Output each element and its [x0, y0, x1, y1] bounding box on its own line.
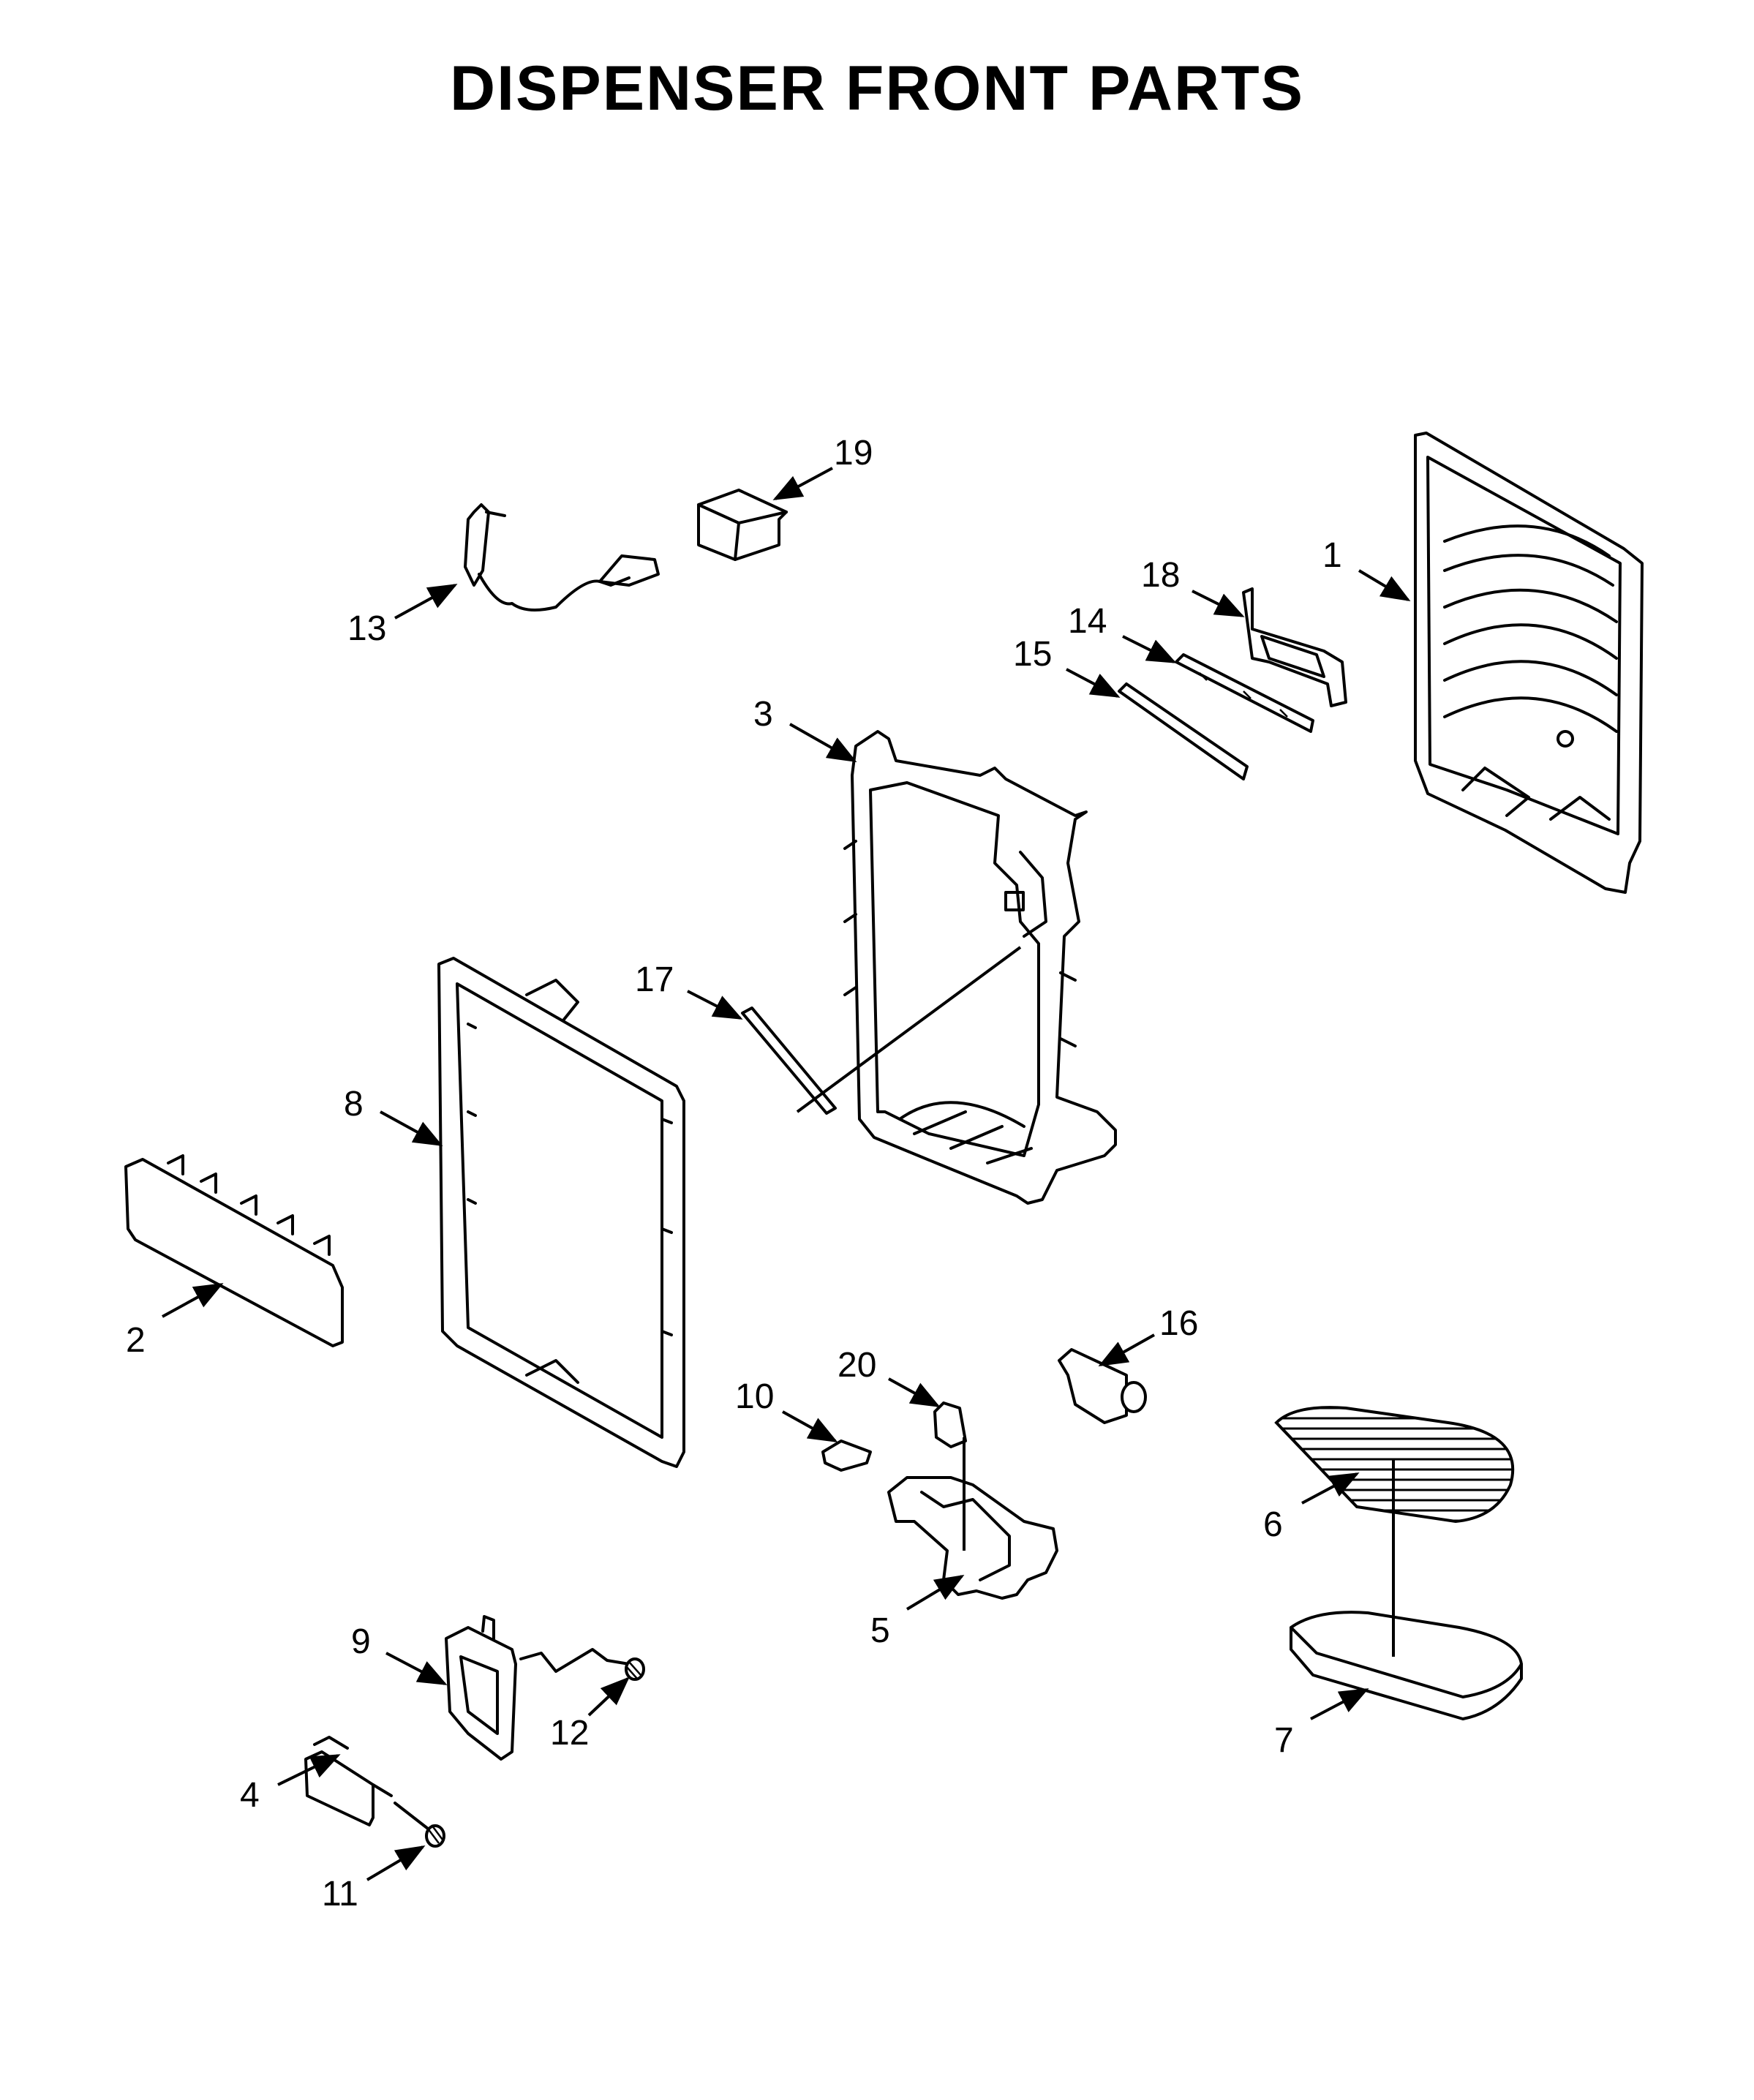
callout-12: 12	[550, 1714, 589, 1753]
leader-arrow-16	[1098, 1333, 1155, 1366]
callout-labels: 1 2 3 4 5 6 7 8 9 10 11 12 13 14 15 16 1…	[126, 434, 1342, 1913]
leader-arrow-20	[888, 1377, 941, 1407]
callout-2: 2	[126, 1321, 146, 1360]
callout-7: 7	[1274, 1721, 1294, 1760]
part-11-spring	[394, 1802, 445, 1848]
leader-arrow-11	[366, 1845, 426, 1881]
diagram-title: DISPENSER FRONT PARTS	[449, 53, 1305, 124]
part-16-valve	[1058, 1348, 1147, 1424]
callout-13: 13	[347, 609, 386, 648]
leader-arrow-9	[385, 1652, 448, 1685]
part-8-frame	[437, 957, 685, 1468]
leader-arrow-4	[277, 1754, 341, 1786]
part-12-spring-wire	[519, 1648, 645, 1681]
part-19-box	[697, 489, 788, 561]
leader-arrow-5	[906, 1574, 965, 1611]
leader-arrow-10	[782, 1410, 838, 1442]
part-20-small-bracket	[933, 1401, 967, 1448]
leader-arrow-13	[394, 584, 458, 620]
leader-arrow-6	[1301, 1472, 1360, 1505]
callout-17: 17	[635, 960, 674, 999]
part-7-drip-tray	[1290, 1611, 1523, 1720]
callout-3: 3	[753, 695, 773, 734]
leader-arrow-18	[1192, 590, 1245, 617]
part-9-lever	[445, 1615, 517, 1761]
callout-19: 19	[834, 434, 873, 473]
callout-15: 15	[1013, 635, 1052, 674]
leader-arrow-17	[687, 990, 743, 1020]
callout-16: 16	[1159, 1304, 1198, 1343]
callout-20: 20	[838, 1346, 876, 1385]
leader-arrow-1	[1358, 569, 1411, 602]
part-15-strip	[1118, 682, 1249, 780]
part-18-bracket	[1242, 587, 1347, 707]
part-5-lower-housing	[887, 1437, 1058, 1600]
part-4-lever	[304, 1736, 393, 1826]
callout-5: 5	[870, 1611, 890, 1650]
leader-arrow-7	[1310, 1688, 1369, 1720]
leader-arrow-15	[1066, 668, 1121, 698]
part-3-dispenser-frame	[843, 730, 1117, 1205]
part-2-panel	[124, 1154, 344, 1347]
leader-arrow-14	[1122, 635, 1177, 663]
callout-6: 6	[1263, 1505, 1283, 1544]
callout-9: 9	[351, 1622, 371, 1661]
leader-arrow-2	[162, 1283, 224, 1318]
callout-14: 14	[1068, 602, 1107, 641]
callout-18: 18	[1141, 556, 1180, 595]
part-14-strip	[1175, 653, 1314, 733]
part-13-wire-harness	[464, 503, 660, 611]
callout-1: 1	[1322, 536, 1342, 575]
leader-arrow-3	[789, 723, 857, 762]
leader-arrow-12	[587, 1676, 630, 1717]
leader-arrow-19	[772, 467, 833, 500]
part-1-dispenser-housing	[1414, 432, 1644, 894]
part-17-strip	[741, 1006, 837, 1115]
leader-arrow-8	[380, 1110, 443, 1146]
callout-10: 10	[735, 1377, 774, 1416]
callout-11: 11	[322, 1875, 358, 1913]
part-17-connector-line	[796, 946, 1022, 1113]
part-10-small-part	[821, 1439, 872, 1472]
leader-arrows	[162, 467, 1411, 1881]
callout-8: 8	[344, 1085, 364, 1124]
callout-4: 4	[240, 1776, 260, 1815]
